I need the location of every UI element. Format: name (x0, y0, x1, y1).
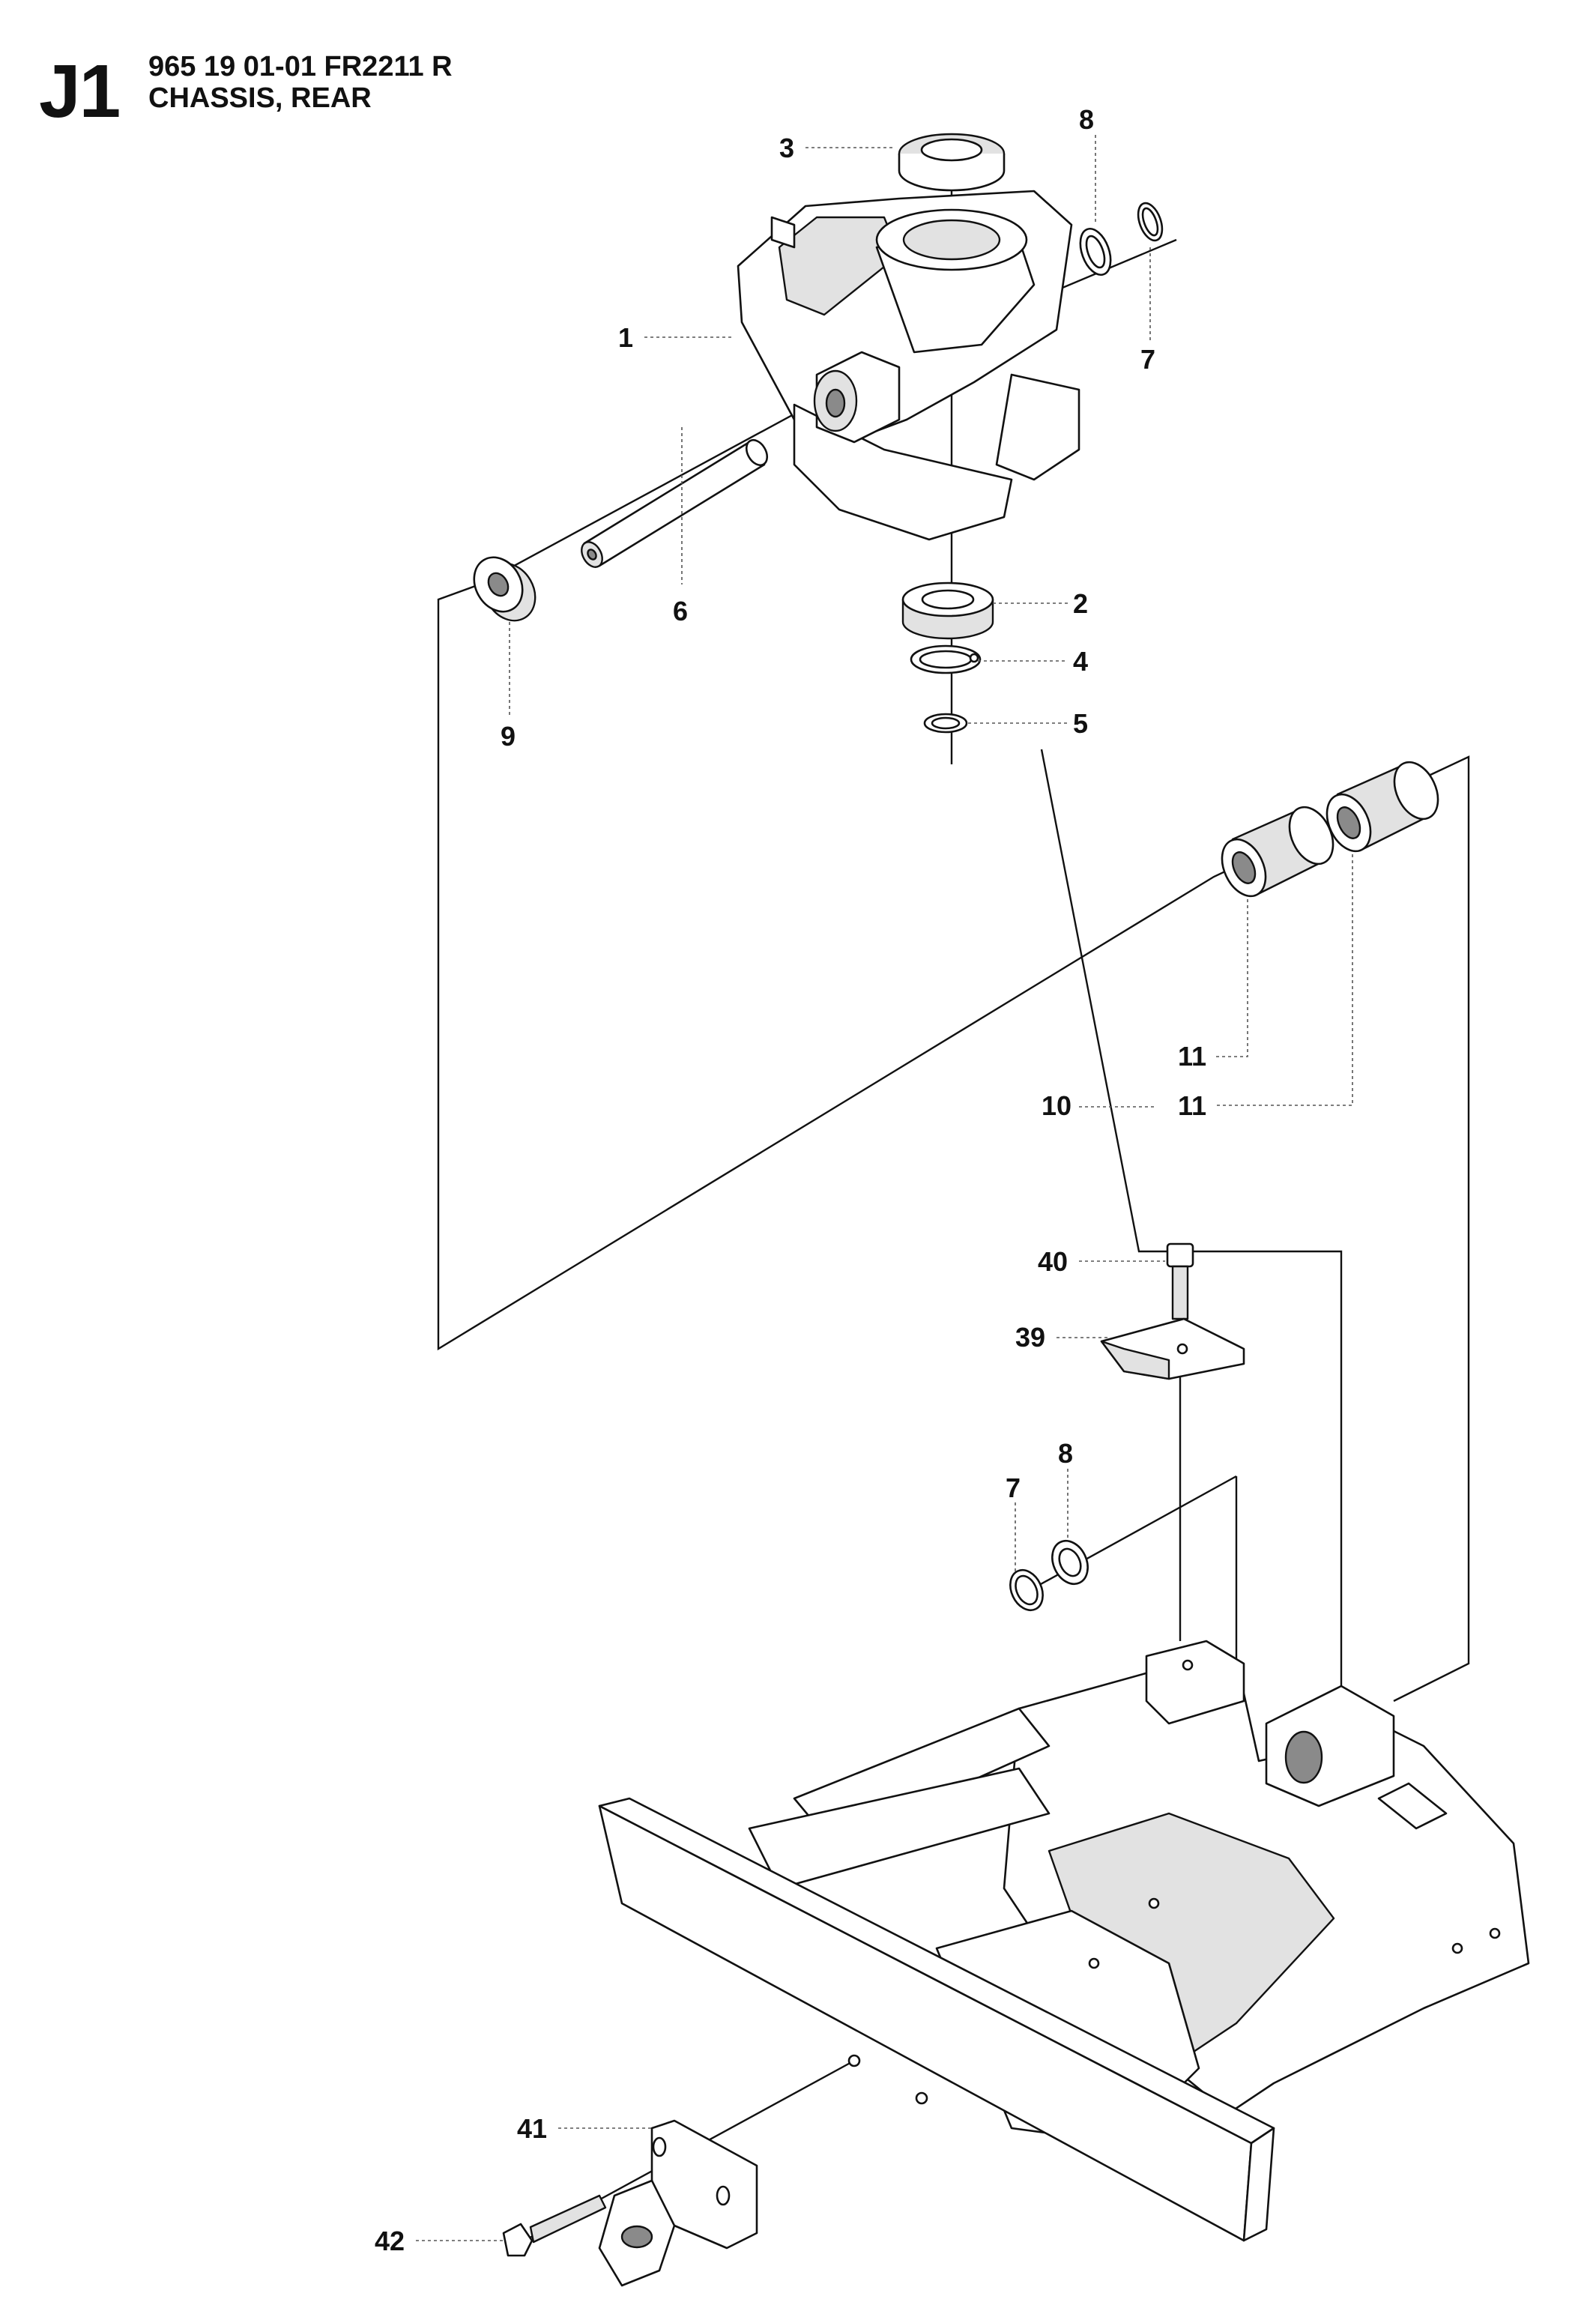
callout-4: 4 (1073, 646, 1088, 677)
part-7-circlip-upper (1137, 202, 1164, 242)
callout-2: 2 (1073, 588, 1088, 619)
part-40-bolt (1166, 1242, 1194, 1320)
part-7-circlip-lower (1009, 1568, 1044, 1612)
part-11-spacer-a (1221, 806, 1334, 898)
callout-3: 3 (779, 133, 794, 163)
callout-39: 39 (1015, 1322, 1045, 1353)
callout-11-a: 11 (1178, 1041, 1206, 1072)
part-11-spacer-b (1326, 761, 1439, 853)
callout-41: 41 (517, 2113, 547, 2144)
part-41-hitch-bracket (598, 2119, 758, 2287)
callout-8-upper: 8 (1079, 104, 1094, 135)
part-4-circlip (910, 644, 982, 674)
section-code: J1 (39, 49, 121, 133)
callout-7-lower: 7 (1006, 1472, 1021, 1503)
callout-11-b: 11 (1178, 1090, 1206, 1121)
leader-11a (1214, 899, 1248, 1057)
callout-5: 5 (1073, 708, 1088, 739)
callout-40: 40 (1038, 1246, 1068, 1277)
part-2-bearing (901, 581, 994, 640)
axis-pin-6 (479, 388, 840, 586)
leader-11b (1214, 854, 1353, 1106)
part-number-title: 965 19 01-01 FR2211 R (148, 51, 453, 82)
assembly-bracket-line (1040, 749, 1343, 1694)
part-3-seal (898, 133, 1006, 192)
callout-1: 1 (618, 322, 633, 353)
part-5-washer (923, 713, 968, 734)
callout-42: 42 (375, 2226, 405, 2256)
part-6-pin (581, 438, 769, 568)
part-39-bracket (1100, 1317, 1245, 1380)
callout-8-lower: 8 (1058, 1438, 1073, 1469)
part-10-chassis-frame (598, 1640, 1530, 2242)
part-1-housing (737, 190, 1080, 541)
part-8-washer-upper (1079, 228, 1112, 276)
callout-10: 10 (1042, 1090, 1071, 1121)
assembly-frame-line-left (437, 583, 1470, 1703)
callout-7-upper: 7 (1140, 344, 1155, 375)
part-9-bushing (473, 556, 536, 622)
axis-washers-lower (1018, 1475, 1237, 1598)
part-42-bolt (502, 2194, 607, 2257)
part-8-washer-lower (1051, 1539, 1089, 1586)
assembly-title: CHASSIS, REAR (148, 82, 372, 114)
callout-6: 6 (673, 596, 688, 626)
callout-9: 9 (501, 721, 516, 752)
